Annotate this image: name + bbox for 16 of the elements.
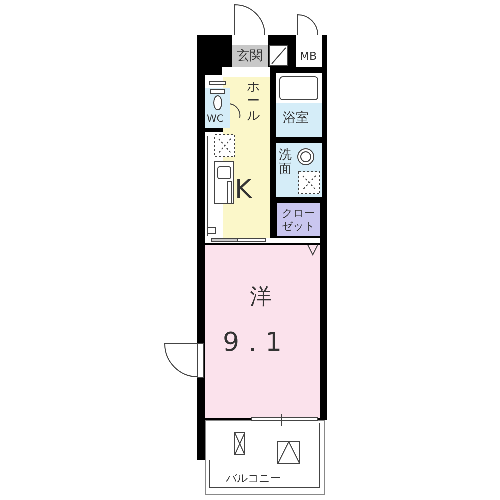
room-label: 9．1 bbox=[223, 330, 282, 356]
room-label: 浴室 bbox=[283, 112, 309, 125]
room-label: 洗面 bbox=[279, 149, 292, 178]
room-label: クローゼット bbox=[282, 208, 316, 234]
room-area bbox=[276, 103, 322, 137]
room-label: WC bbox=[207, 115, 224, 125]
room-area bbox=[232, 45, 268, 67]
room-area bbox=[296, 45, 322, 67]
room-area bbox=[205, 245, 320, 418]
room-label: 玄関 bbox=[237, 50, 263, 63]
room-label: MB bbox=[300, 51, 318, 62]
room-label: バルコニー bbox=[226, 473, 281, 484]
room-label: 洋 bbox=[250, 287, 272, 309]
room-label: K bbox=[235, 177, 252, 203]
room-area bbox=[277, 203, 320, 236]
room-label: ホール bbox=[247, 81, 260, 124]
